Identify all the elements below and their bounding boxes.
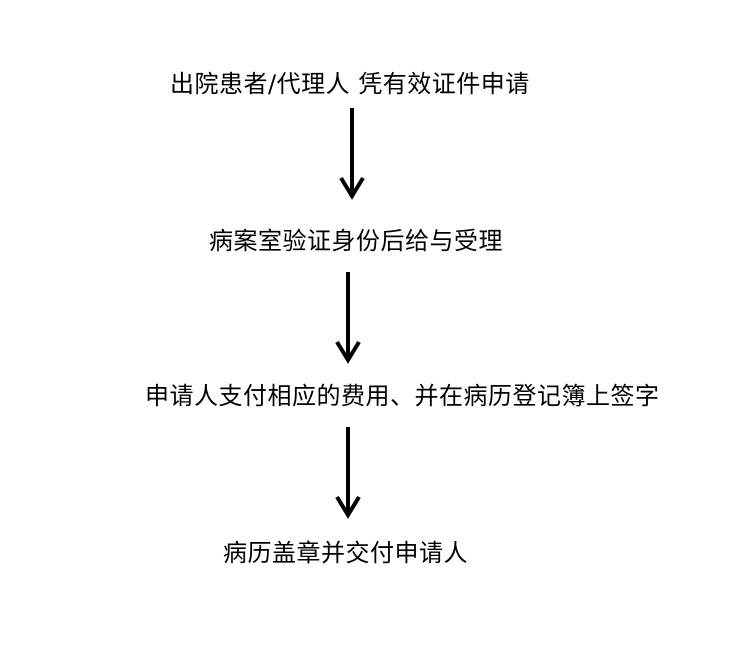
step-pay-and-sign: 申请人支付相应的费用、并在病历登记簿上签字 [145,382,660,410]
step-verify-identity: 病案室验证身份后给与受理 [209,227,503,255]
step-stamp-and-deliver: 病历盖章并交付申请人 [223,539,468,567]
down-arrow-icon [339,108,365,200]
down-arrow-icon [335,427,361,519]
down-arrow-icon [335,272,361,364]
step-apply-with-id: 出院患者/代理人 凭有效证件申请 [170,70,530,98]
